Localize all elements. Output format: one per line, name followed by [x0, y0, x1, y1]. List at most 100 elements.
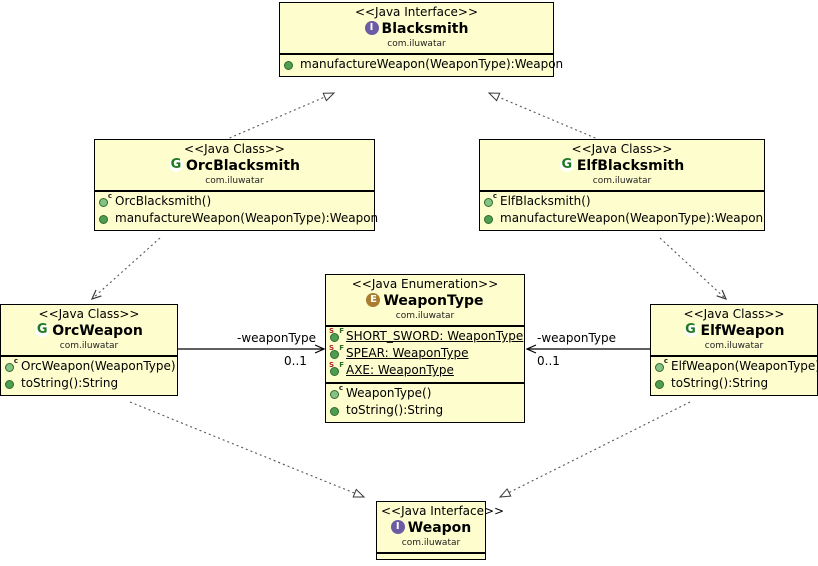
elf-blacksmith-package: com.iluwatar [592, 175, 652, 186]
member-label: AXE: WeaponType [346, 363, 454, 378]
member-row[interactable]: c OrcBlacksmith() [95, 193, 374, 210]
member-label: manufactureWeapon(WeaponType):Weapon [115, 211, 379, 226]
association-role-label-elf: -weaponType [537, 331, 617, 345]
elf-weapon-stereotype: <<Java Class>> [683, 307, 785, 321]
public-method-icon [329, 404, 344, 417]
edge-orc-blacksmith-depends-orc-weapon [90, 237, 161, 300]
weapon-package: com.iluwatar [401, 537, 461, 548]
edge-elf-weapon-realizes-weapon [498, 401, 691, 498]
elf-weapon-package: com.iluwatar [704, 340, 764, 351]
member-row[interactable]: c ElfBlacksmith() [480, 193, 764, 210]
orc-weapon-name: OrcWeapon [52, 322, 143, 339]
public-method-icon [98, 212, 113, 225]
association-role-label-orc: -weaponType [237, 331, 317, 345]
elf-weapon-name: ElfWeapon [700, 322, 785, 339]
member-row[interactable]: S F SHORT_SWORD: WeaponType [326, 328, 524, 345]
member-row[interactable]: manufactureWeapon(WeaponType):Weapon [280, 56, 563, 73]
member-label: SHORT_SWORD: WeaponType [346, 329, 524, 344]
weapon-type-methods: c WeaponType() toString():String [326, 382, 524, 422]
elf-blacksmith-methods: c ElfBlacksmith() manufactureWeapon(Weap… [480, 190, 764, 230]
constructor-icon: c [329, 385, 344, 400]
member-label: OrcBlacksmith() [115, 194, 212, 209]
constructor-icon: c [654, 358, 669, 373]
edge-orc-blacksmith-realizes-blacksmith [224, 92, 336, 141]
weapon-type-name: WeaponType [383, 292, 484, 309]
member-label: manufactureWeapon(WeaponType):Weapon [500, 211, 764, 226]
elf-blacksmith-stereotype: <<Java Class>> [571, 142, 673, 156]
interface-icon: I [390, 519, 405, 534]
elf-blacksmith-name: ElfBlacksmith [576, 157, 685, 174]
member-row[interactable]: c ElfWeapon(WeaponType) [651, 358, 818, 375]
edge-elf-blacksmith-realizes-blacksmith [487, 92, 601, 141]
public-method-icon [654, 377, 669, 390]
public-method-icon [283, 58, 298, 71]
weapon-type-stereotype: <<Java Enumeration>> [351, 277, 499, 291]
static-field-icon: S F [329, 328, 344, 343]
association-multiplicity-label-elf: 0..1 [537, 354, 560, 368]
member-row[interactable]: toString():String [1, 375, 177, 392]
constructor-icon: c [98, 193, 113, 208]
member-row[interactable]: S F SPEAR: WeaponType [326, 345, 524, 362]
weapon-type-fields: S F SHORT_SWORD: WeaponType S F SPEAR: W… [326, 325, 524, 382]
static-field-icon: S F [329, 362, 344, 377]
class-icon: G [168, 156, 183, 172]
member-row[interactable]: c OrcWeapon(WeaponType) [1, 358, 177, 375]
class-icon: G [683, 321, 698, 337]
member-label: SPEAR: WeaponType [346, 346, 469, 361]
member-row[interactable]: manufactureWeapon(WeaponType):Weapon [480, 210, 764, 227]
member-label: ElfBlacksmith() [500, 194, 591, 209]
member-label: OrcWeapon(WeaponType) [21, 359, 176, 374]
elf-weapon-methods: c ElfWeapon(WeaponType) toString():Strin… [651, 355, 818, 395]
public-method-icon [483, 212, 498, 225]
member-label: toString():String [671, 376, 769, 391]
member-row[interactable]: toString():String [651, 375, 817, 392]
interface-icon: I [364, 20, 379, 35]
constructor-icon: c [4, 358, 19, 373]
member-label: manufactureWeapon(WeaponType):Weapon [300, 57, 564, 72]
member-label: ElfWeapon(WeaponType) [671, 359, 818, 374]
orc-blacksmith-name: OrcBlacksmith [185, 157, 300, 174]
constructor-icon: c [483, 193, 498, 208]
member-row[interactable]: toString():String [326, 402, 524, 419]
member-row[interactable]: c WeaponType() [326, 385, 524, 402]
blacksmith-stereotype: <<Java Interface>> [354, 5, 479, 19]
member-row[interactable]: manufactureWeapon(WeaponType):Weapon [95, 210, 378, 227]
orc-weapon-stereotype: <<Java Class>> [38, 307, 140, 321]
orc-blacksmith-stereotype: <<Java Class>> [184, 142, 285, 156]
member-label: WeaponType() [346, 386, 432, 401]
weapon-type-package: com.iluwatar [395, 310, 455, 321]
member-label: toString():String [346, 403, 444, 418]
association-multiplicity-label-orc: 0..1 [284, 354, 307, 368]
member-row[interactable]: S F AXE: WeaponType [326, 362, 524, 379]
class-icon: G [35, 321, 50, 337]
member-label: toString():String [21, 376, 119, 391]
edge-orc-weapon-realizes-weapon [129, 401, 366, 498]
static-field-icon: S F [329, 345, 344, 360]
edge-elf-blacksmith-depends-elf-weapon [659, 237, 728, 301]
orc-weapon-methods: c OrcWeapon(WeaponType) toString():Strin… [1, 355, 177, 395]
blacksmith-methods: manufactureWeapon(WeaponType):Weapon [280, 53, 563, 76]
class-icon: G [559, 156, 574, 172]
